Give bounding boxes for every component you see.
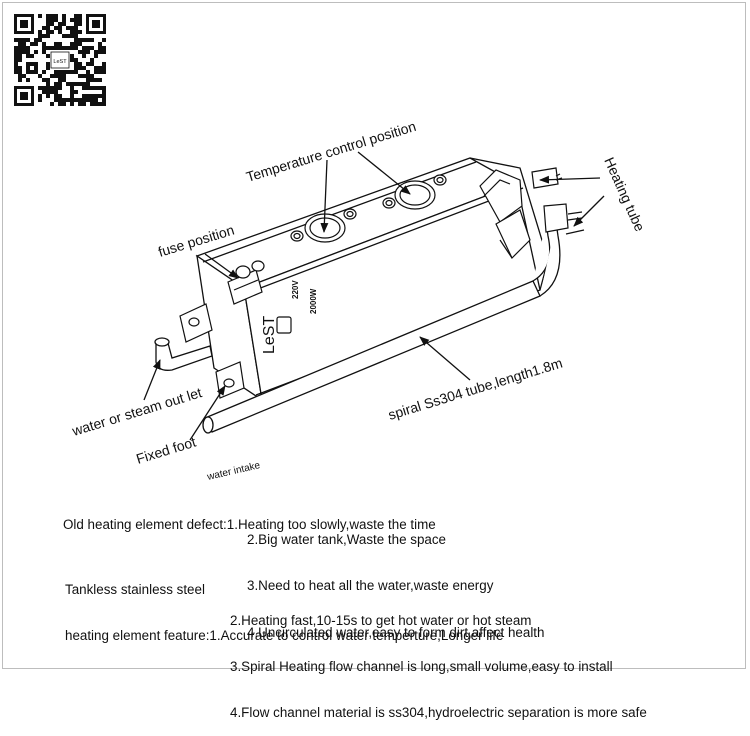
old-element-section: Old heating element defect:1.Heating too… bbox=[63, 486, 436, 548]
new-element-heading-line1: Tankless stainless steel bbox=[65, 581, 205, 597]
outlet-pipe bbox=[154, 337, 213, 371]
temp-control-arrow-2 bbox=[357, 151, 411, 195]
fuse-arrow bbox=[204, 253, 239, 279]
new-element-list: 2.Heating fast,10-15s to get hot water o… bbox=[230, 582, 647, 736]
image-border bbox=[2, 2, 746, 669]
old-element-heading: Old heating element defect: bbox=[63, 516, 227, 532]
spiral-tube bbox=[202, 221, 561, 434]
new-element-section: Tankless stainless steel heating element… bbox=[65, 551, 503, 659]
old-element-list: 2.Big water tank,Waste the space 3.Need … bbox=[247, 501, 544, 655]
old-element-item: 2.Big water tank,Waste the space bbox=[247, 532, 446, 548]
new-element-heading-line2: heating element feature: bbox=[65, 628, 210, 644]
heating-element-diagram: LeST bbox=[14, 14, 648, 483]
device-power: 2000W bbox=[309, 288, 318, 314]
device-markings: LeST 220V 2000W bbox=[261, 280, 318, 354]
fixed-foot-label: Fixed foot bbox=[134, 434, 198, 467]
outlet-label: water or steam out let bbox=[69, 384, 203, 439]
spiral-tube-label: spiral Ss304 tube,length1.8m bbox=[386, 355, 564, 423]
new-element-item: 2.Heating fast,10-15s to get hot water o… bbox=[230, 612, 532, 628]
temperature-control-knob-2 bbox=[382, 174, 447, 210]
device-brand: LeST bbox=[261, 316, 278, 354]
new-element-item: 3.Spiral Heating flow channel is long,sm… bbox=[230, 658, 613, 674]
qr-code: LeST bbox=[14, 14, 106, 106]
spiral-tube-arrow bbox=[419, 336, 471, 381]
fixed-foot-arrow bbox=[189, 385, 226, 441]
heating-tube-arrow-2 bbox=[573, 195, 605, 227]
old-element-item: 4.Uncirculated water,easy to form dirt,a… bbox=[247, 624, 545, 640]
heating-tube-label: Heating tube bbox=[601, 155, 648, 234]
temperature-control-label: Temperature control position bbox=[244, 118, 418, 185]
heater-body bbox=[195, 157, 549, 402]
old-element-item: 1.Heating too slowly,waste the time bbox=[226, 516, 436, 532]
callout-arrows bbox=[143, 151, 605, 441]
old-element-item: 3.Need to heat all the water,waste energ… bbox=[247, 578, 494, 594]
mounting-tab-left bbox=[179, 303, 213, 343]
outlet-arrow bbox=[143, 359, 161, 401]
device-voltage: 220V bbox=[291, 280, 300, 299]
heating-tube-arrow-1 bbox=[539, 175, 601, 184]
new-element-item: 4.Flow channel material is ss304,hydroel… bbox=[230, 705, 647, 721]
qr-logo-text: LeST bbox=[53, 59, 67, 65]
new-element-item: 1.Accurate to control water temperture,L… bbox=[209, 628, 504, 644]
temp-control-arrow-1 bbox=[320, 159, 329, 233]
water-intake-label: water intake bbox=[205, 460, 261, 483]
